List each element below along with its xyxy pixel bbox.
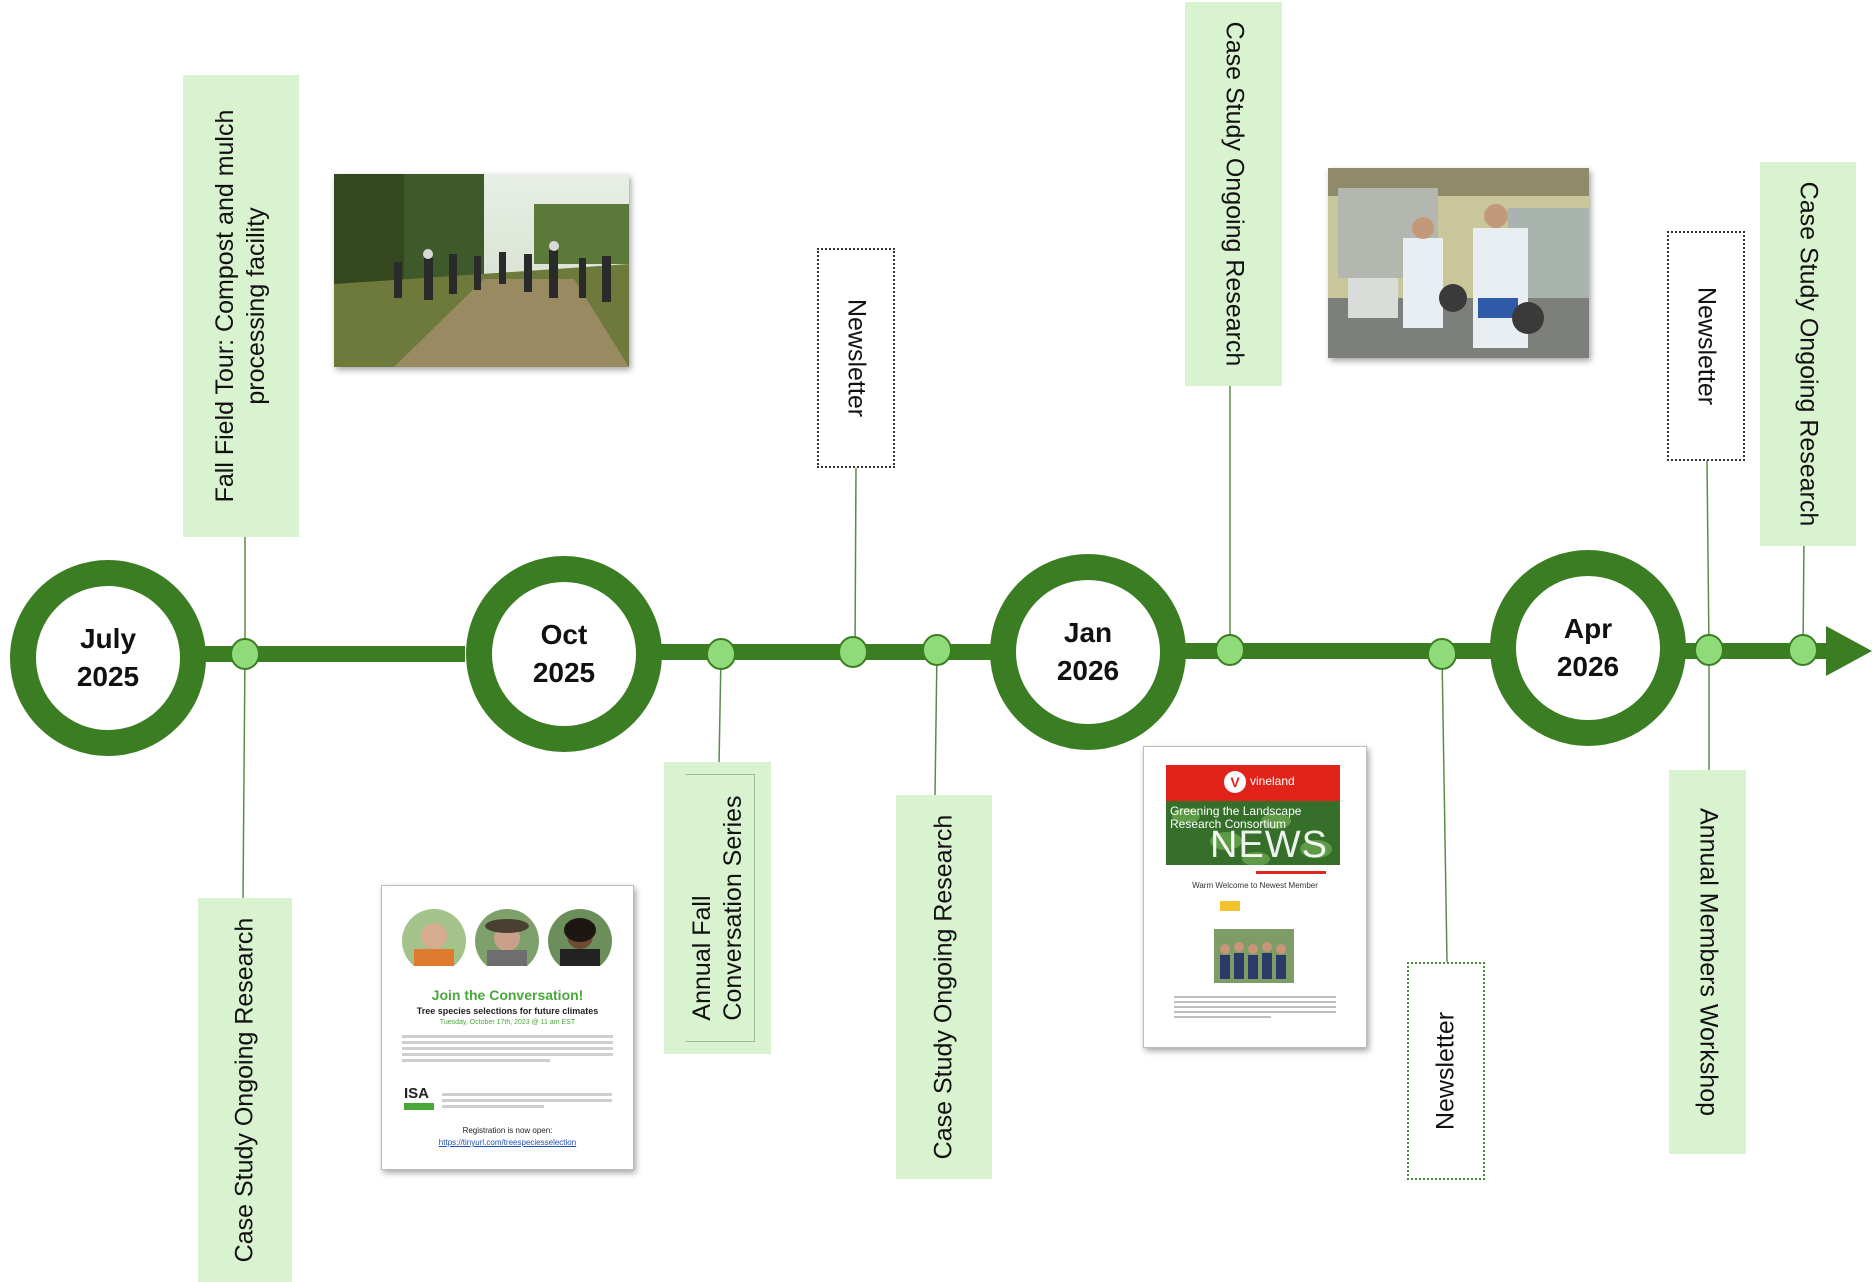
timeline-arrowhead [1826,626,1872,676]
milestone-year: 2025 [532,657,596,688]
field-tour-image [334,174,629,367]
event-node [922,634,952,666]
event-newsletter-1: Newsletter [817,248,895,468]
speaker-photos [402,909,612,966]
event-label-line: Annual Fall [687,895,716,1021]
event-case-study-4: Case Study Ongoing Research [1760,162,1856,546]
poster-registration: Registration is now open: [462,1126,553,1135]
event-case-study-2: Case Study Ongoing Research [896,795,992,1179]
poster-sponsor-text [442,1090,612,1111]
milestone-july-2025: July 2025 [10,560,206,756]
event-label: Newsletter [1431,1011,1460,1131]
poster-heading: Join the Conversation! [431,987,584,1003]
timeline-bar-segment-2 [655,644,992,660]
newsletter-title-line1: Greening the Landscape [1170,804,1302,818]
connector-case-study-2 [934,649,938,796]
event-label: Case Study Ongoing Research [929,814,958,1160]
event-label: Case Study Ongoing Research [1220,21,1248,367]
milestone-month: July [79,623,137,654]
milestone-year: 2025 [76,661,140,692]
newsletter-cover: V vineland Greening the Landscape Resear… [1143,746,1367,1048]
poster-date: Tuesday, October 17th, 2023 @ 11 am EST [439,1019,576,1026]
connector-newsletter-1 [854,467,857,653]
poster-body-text [402,1032,613,1065]
member-logo-icon [1220,901,1240,911]
poster-registration-link[interactable]: https://tinyurl.com/treespeciesselection [438,1138,577,1147]
event-fall-field-tour: Fall Field Tour: Compost and mulch proce… [183,75,299,537]
isa-logo: ISA [404,1085,434,1113]
milestone-year: 2026 [1056,655,1120,686]
newsletter-title-line2: Research Consortium [1170,817,1287,831]
milestone-oct-2025: Oct 2025 [466,556,662,752]
event-node [838,636,868,668]
poster-subheading: Tree species selections for future clima… [416,1006,599,1016]
newsletter-body-text [1174,993,1336,1021]
leaf-pattern [1166,801,1340,865]
event-label: Case Study Ongoing Research [1794,181,1823,527]
milestone-month: Apr [1563,613,1613,644]
inner-frame [686,774,755,1042]
event-node [1694,634,1724,666]
event-case-study-1: Case Study Ongoing Research [198,898,292,1282]
timeline-bar-segment-1 [200,646,465,662]
timeline-bar-segment-3 [1178,643,1498,659]
event-label-line: processing facility [242,207,270,405]
event-label-line: Conversation Series [718,795,747,1021]
newsletter-brand: vineland [1250,774,1295,788]
milestone-month: Oct [540,619,588,650]
newsletter-date-line [1256,871,1326,874]
event-node [1427,638,1457,670]
event-annual-members: Annual Members Workshop [1669,770,1746,1154]
milestone-year: 2026 [1556,651,1620,682]
isa-logo-text: ISA [404,1085,430,1102]
event-label: Annual Members Workshop [1694,807,1722,1117]
milestone-jan-2026: Jan 2026 [990,554,1186,750]
event-node [1788,634,1818,666]
connector-case-study-4 [1802,537,1805,651]
event-node [230,638,260,670]
connector-newsletter-3 [1706,460,1710,651]
milestone-month: Jan [1063,617,1113,648]
field-tour-photo [334,174,629,367]
event-label: Case Study Ongoing Research [230,917,259,1263]
event-label: Newsletter [842,298,871,418]
connector-newsletter-2 [1441,653,1448,963]
newsletter-hero: Greening the Landscape Research Consorti… [1166,801,1340,865]
vineland-logo-icon: V [1224,771,1246,793]
connector-case-study-1 [242,651,246,899]
event-node [1215,634,1245,666]
connector-annual-fall [718,653,722,766]
lab-research-photo [1328,168,1589,358]
newsletter-header: V vineland [1166,765,1340,801]
event-case-study-3: Case Study Ongoing Research [1185,2,1282,386]
member-group-photo [1214,929,1294,983]
event-newsletter-3: Newsletter [1667,231,1745,461]
event-label: Newsletter [1692,286,1721,406]
lab-image [1328,168,1589,358]
event-node [706,638,736,670]
event-label-line: Fall Field Tour: Compost and mulch [211,109,239,503]
milestone-apr-2026: Apr 2026 [1490,550,1686,746]
newsletter-welcome: Warm Welcome to Newest Member [1192,881,1318,890]
event-newsletter-2: Newsletter [1407,962,1485,1180]
conversation-poster: Join the Conversation! Tree species sele… [381,885,634,1170]
newsletter-news: NEWS [1210,824,1328,865]
event-annual-fall: Annual Fall Conversation Series [664,762,771,1054]
